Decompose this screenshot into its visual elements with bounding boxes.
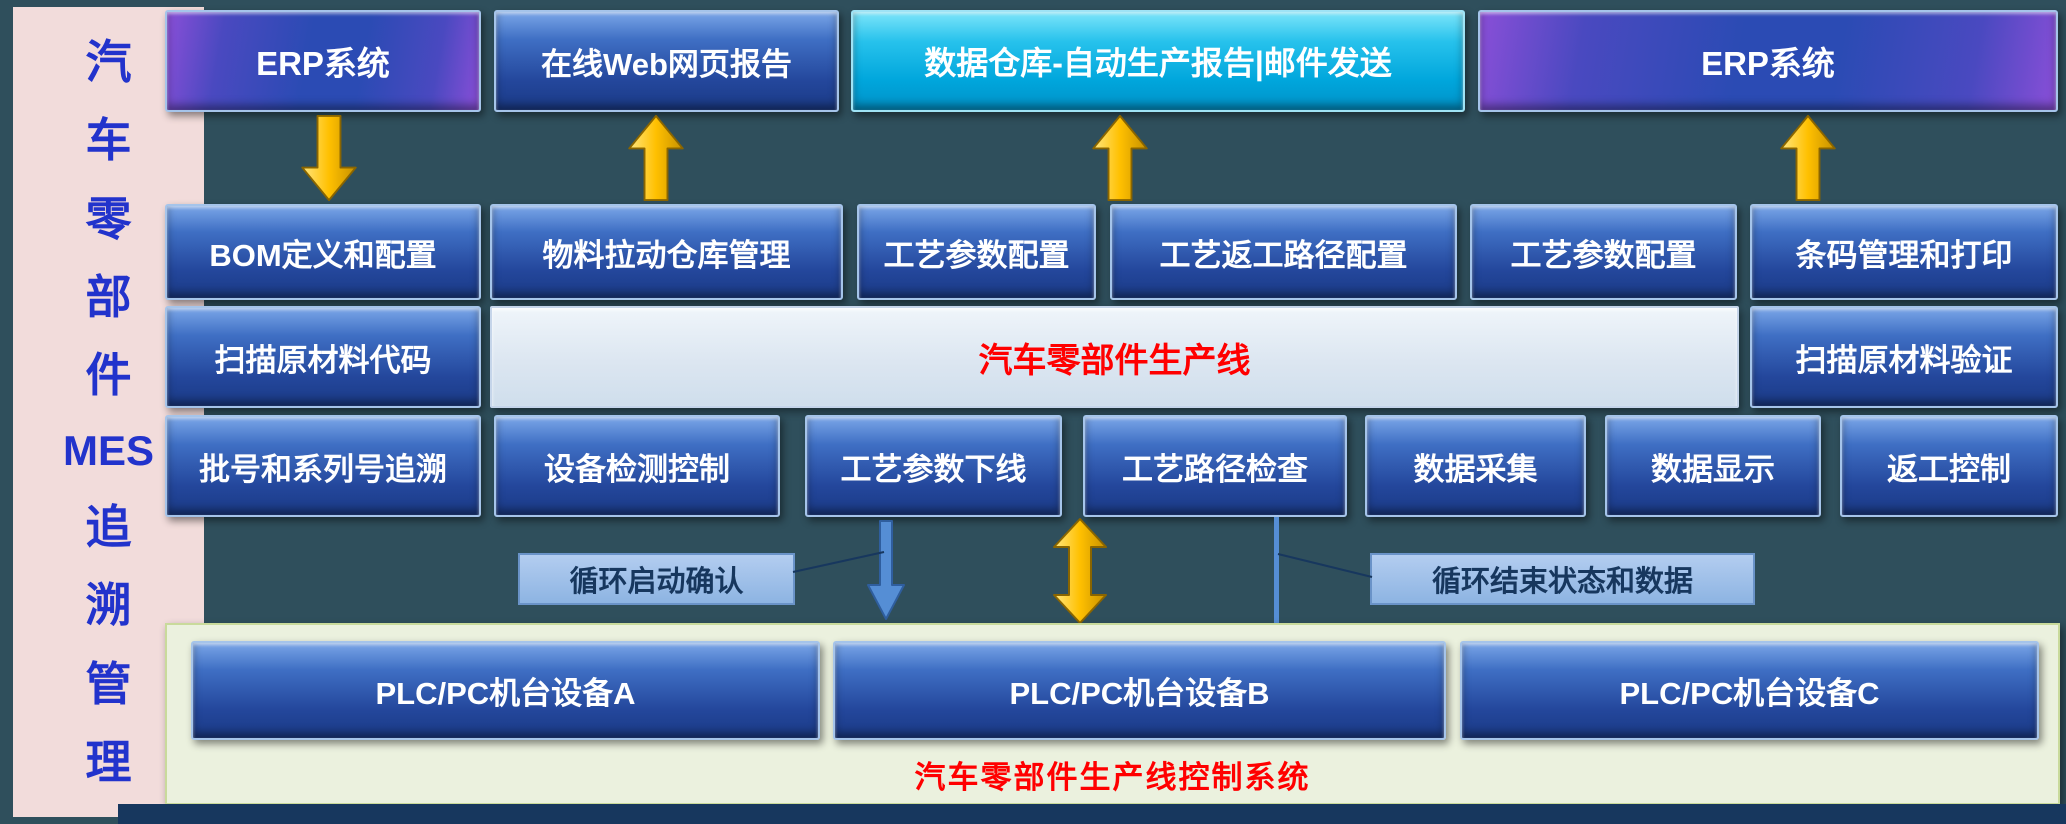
sidebar-char-mes: MES — [62, 427, 154, 475]
to-web-report-up-arrow-icon — [628, 114, 684, 202]
erp-left-box: ERP系统 — [165, 10, 481, 112]
plc-device-a-box: PLC/PC机台设备A — [191, 641, 820, 740]
sidebar-char: 汽 — [85, 36, 132, 89]
to-data-warehouse-up-arrow-icon — [1092, 114, 1148, 202]
data-warehouse-box: 数据仓库-自动生产报告|邮件发送 — [851, 10, 1465, 112]
rework-control-box: 返工控制 — [1840, 415, 2058, 517]
to-plc-down-arrow-icon — [867, 520, 905, 620]
sidebar-char: 追 — [85, 501, 132, 554]
process-path-check-box: 工艺路径检查 — [1083, 415, 1347, 517]
to-erp-right-up-arrow-icon — [1780, 114, 1836, 202]
batch-serial-trace-box: 批号和系列号追溯 — [165, 415, 481, 517]
production-line-band: 汽车零部件生产线 — [490, 306, 1739, 408]
sidebar-title: 汽 车 零 部 件 MES 追 溯 管 理 — [13, 7, 204, 817]
process-param-download-box: 工艺参数下线 — [805, 415, 1062, 517]
sidebar-char: 零 — [85, 192, 132, 245]
erp-right-box: ERP系统 — [1478, 10, 2058, 112]
device-inspect-control-box: 设备检测控制 — [494, 415, 780, 517]
plc-device-c-box: PLC/PC机台设备C — [1460, 641, 2039, 740]
bottom-bar — [118, 804, 2066, 824]
scan-material-verify-box: 扫描原材料验证 — [1750, 306, 2058, 408]
connector-line-loop-end — [1277, 553, 1373, 578]
sidebar-char: 理 — [85, 735, 132, 788]
plc-feedback-line — [1274, 517, 1279, 623]
process-param-config-box-2: 工艺参数配置 — [1470, 204, 1737, 300]
sidebar-char: 溯 — [85, 579, 132, 632]
bom-config-box: BOM定义和配置 — [165, 204, 481, 300]
process-param-config-box-1: 工艺参数配置 — [857, 204, 1096, 300]
plc-device-b-box: PLC/PC机台设备B — [833, 641, 1446, 740]
data-display-box: 数据显示 — [1605, 415, 1821, 517]
scan-material-code-box: 扫描原材料代码 — [165, 306, 481, 408]
sidebar-char: 管 — [85, 657, 132, 710]
loop-start-confirm-label: 循环启动确认 — [518, 553, 795, 605]
plc-panel-caption: 汽车零部件生产线控制系统 — [914, 760, 1311, 795]
sidebar-char: 车 — [85, 114, 132, 167]
plc-double-arrow-icon — [1053, 518, 1107, 624]
rework-path-config-box: 工艺返工路径配置 — [1110, 204, 1457, 300]
barcode-print-box: 条码管理和打印 — [1750, 204, 2058, 300]
material-warehouse-box: 物料拉动仓库管理 — [490, 204, 843, 300]
sidebar-char: 件 — [85, 348, 132, 401]
sidebar-char: 部 — [85, 270, 132, 323]
data-collect-box: 数据采集 — [1365, 415, 1586, 517]
erp-to-bom-down-arrow-icon — [301, 114, 357, 202]
loop-end-status-label: 循环结束状态和数据 — [1370, 553, 1755, 605]
web-report-box: 在线Web网页报告 — [494, 10, 839, 112]
